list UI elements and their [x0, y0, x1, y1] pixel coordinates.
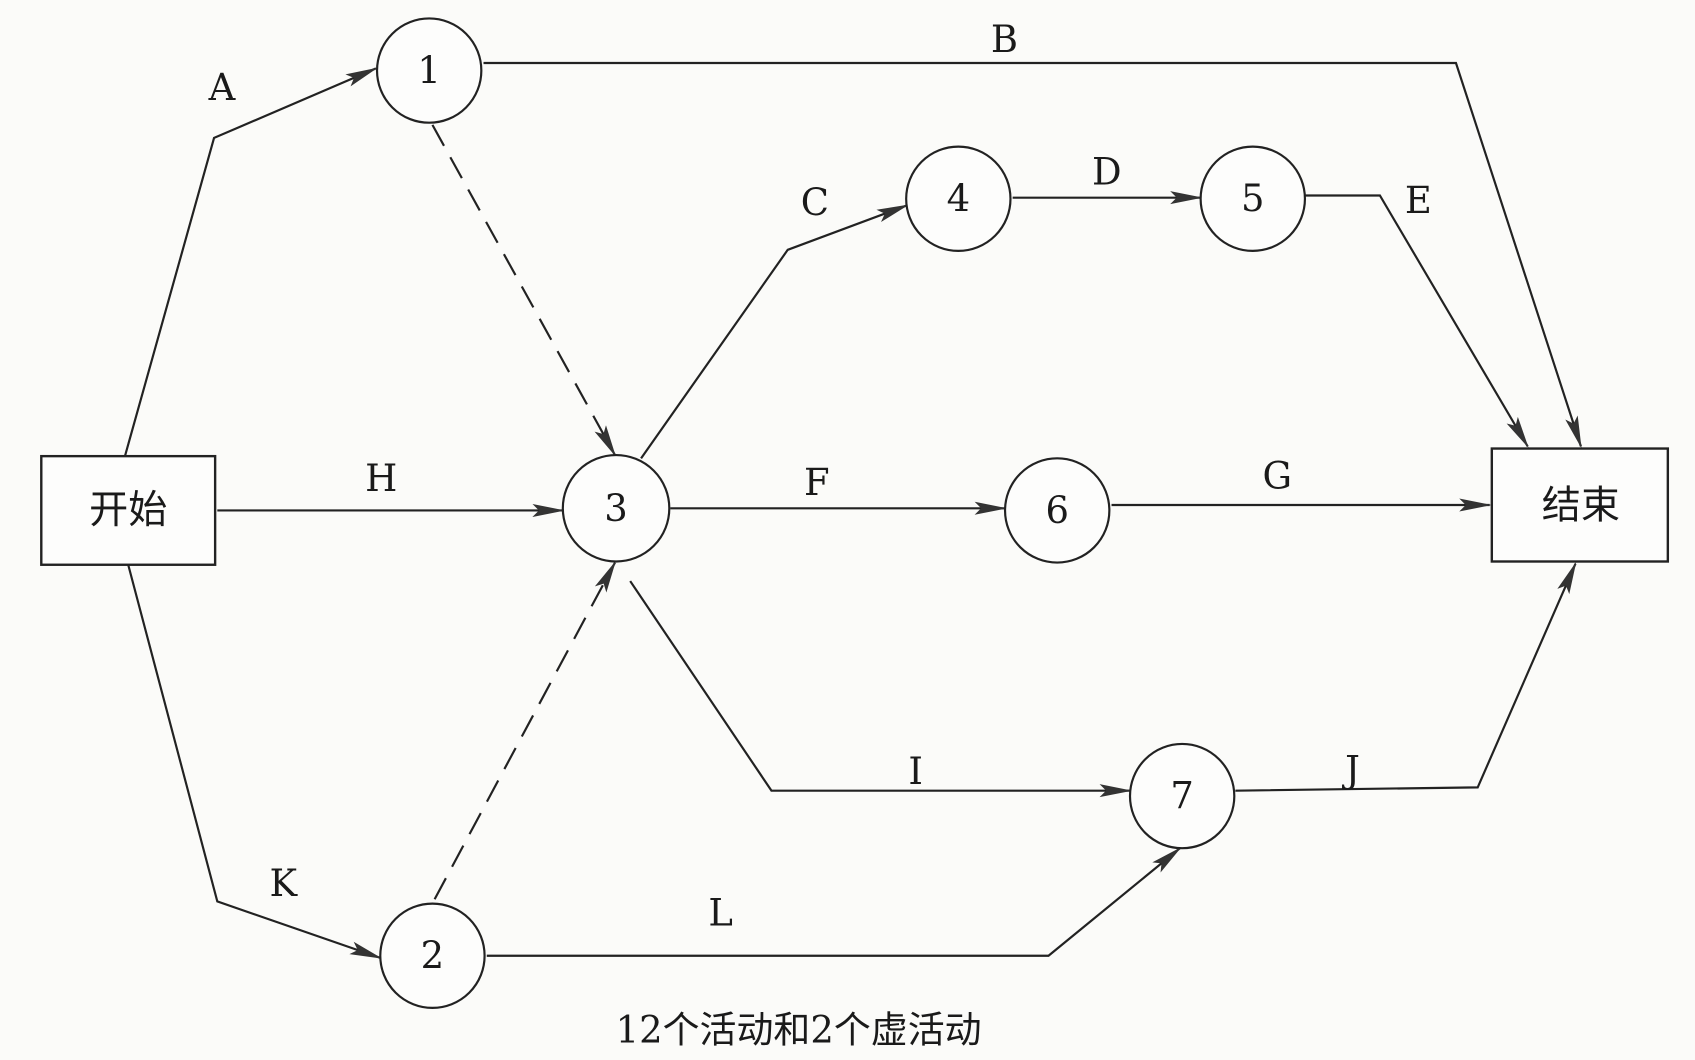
edge-k [127, 564, 383, 959]
label-f: F [804, 461, 830, 504]
node-2: 2 [379, 902, 486, 1009]
edge-j [1235, 561, 1577, 792]
node-3: 3 [561, 453, 671, 563]
dummy-edge-1-3 [431, 124, 617, 457]
label-b: B [991, 18, 1018, 61]
node-1: 1 [375, 17, 483, 124]
edge-a [123, 67, 378, 457]
edge-i [629, 580, 1133, 798]
edge-c [640, 204, 910, 459]
svg-text:4: 4 [947, 177, 971, 220]
label-h: H [365, 457, 397, 500]
node-7: 7 [1128, 742, 1236, 850]
diagram-caption: 12个活动和2个虚活动 [616, 1009, 982, 1052]
svg-text:5: 5 [1241, 177, 1265, 220]
label-a: A [208, 66, 237, 109]
dummy-edge-2-3 [433, 560, 617, 900]
label-k: K [269, 862, 298, 905]
end-label: 结束 [1542, 484, 1620, 529]
label-i: I [908, 750, 923, 793]
edge-l [486, 846, 1182, 957]
label-d: D [1092, 151, 1122, 194]
node-4: 4 [905, 145, 1012, 252]
label-l: L [708, 891, 733, 934]
edge-b [483, 61, 1582, 449]
svg-text:1: 1 [417, 49, 441, 92]
edge-e [1303, 194, 1529, 449]
node-5: 5 [1199, 145, 1307, 252]
svg-text:3: 3 [604, 487, 628, 530]
svg-text:2: 2 [421, 934, 445, 977]
start-label: 开始 [89, 488, 167, 533]
start-box: 开始 [40, 454, 217, 566]
svg-text:6: 6 [1045, 489, 1069, 532]
node-6: 6 [1003, 457, 1111, 564]
label-e: E [1405, 179, 1432, 222]
label-c: C [801, 181, 829, 224]
svg-text:7: 7 [1170, 775, 1194, 818]
label-j: J [1341, 748, 1360, 791]
label-g: G [1263, 455, 1293, 498]
end-box: 结束 [1490, 447, 1670, 563]
